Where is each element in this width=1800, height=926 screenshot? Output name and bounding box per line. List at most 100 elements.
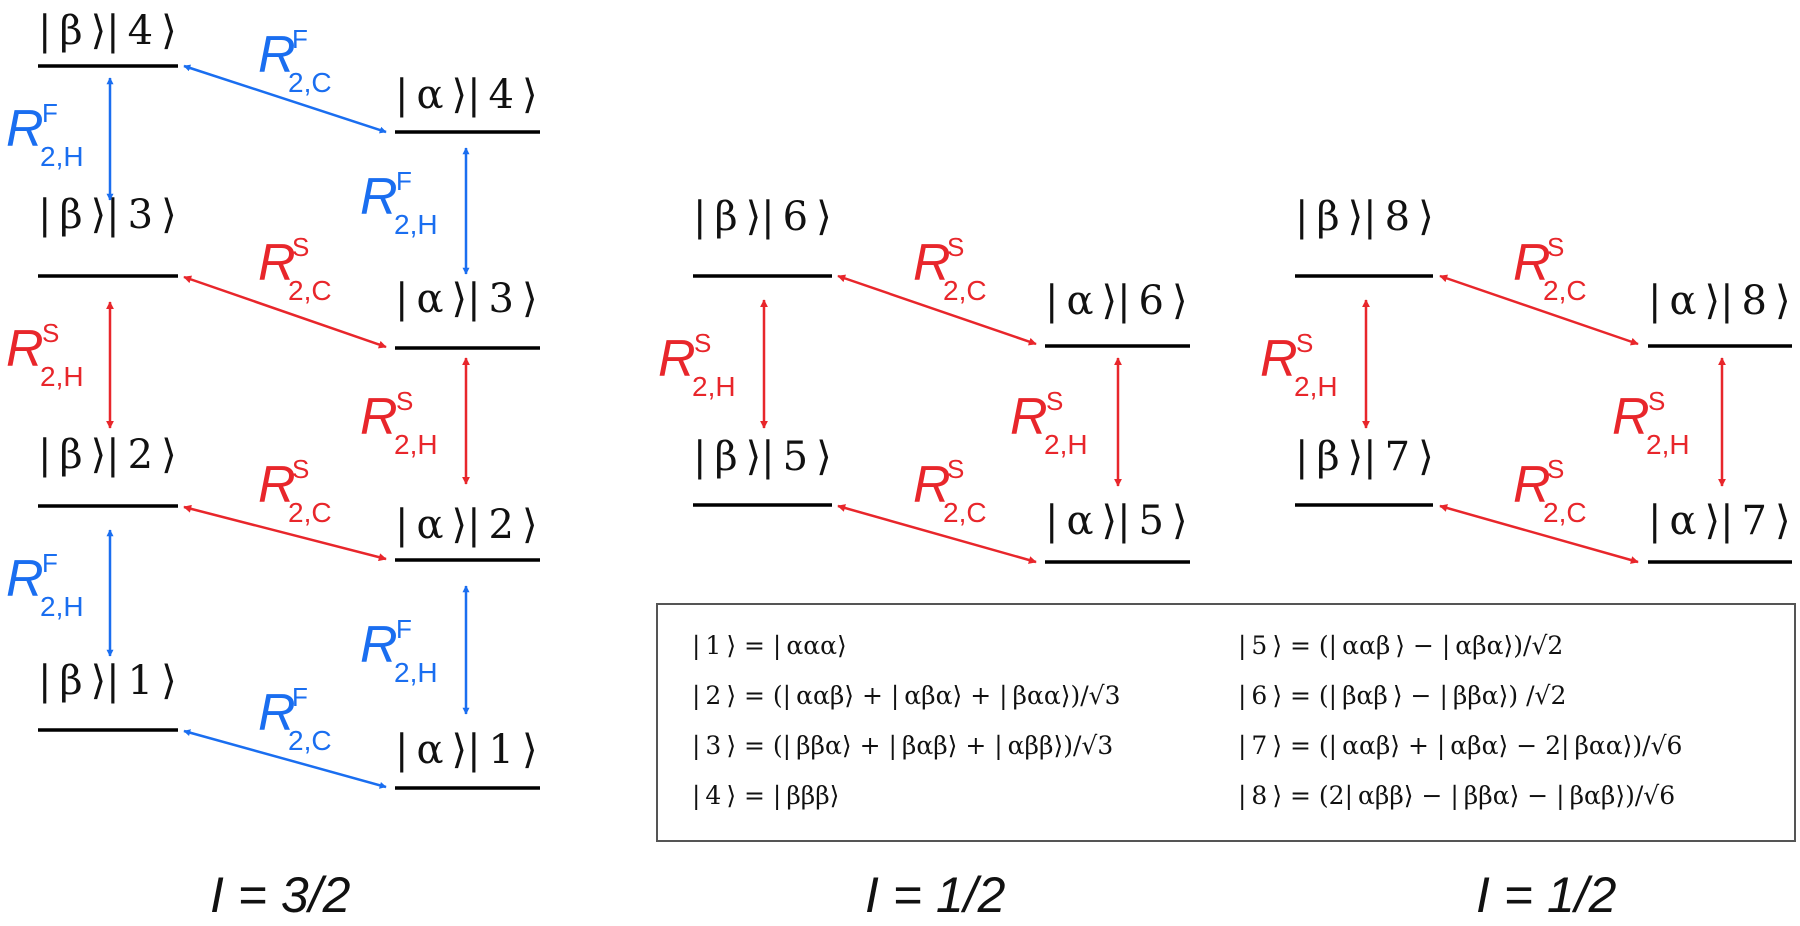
state-alpha-1: | α ⟩| 1 ⟩ bbox=[395, 727, 538, 773]
rate-label-slow-c-2: R S 2,C bbox=[258, 454, 332, 528]
svg-text:S: S bbox=[1547, 454, 1564, 484]
doublet-manifold-b: | β ⟩| 8 ⟩ | β ⟩| 7 ⟩ | α ⟩| 8 ⟩ | α ⟩| … bbox=[1260, 194, 1792, 564]
svg-text:2,C: 2,C bbox=[943, 497, 987, 528]
svg-text:R: R bbox=[360, 616, 398, 674]
svg-text:R: R bbox=[1612, 388, 1650, 446]
rate-label-fast-h-beta-21: R F 2,H bbox=[6, 548, 84, 622]
transition-4-cross bbox=[183, 64, 387, 134]
transition-5-cross bbox=[837, 504, 1037, 564]
legend-def-4: | 4 ⟩ = | βββ⟩ bbox=[692, 781, 839, 811]
svg-text:S: S bbox=[292, 454, 309, 484]
rate-label-slow-h-alpha-65: R S 2,H bbox=[1010, 386, 1088, 460]
transition-3-cross bbox=[183, 275, 387, 349]
state-beta-5: | β ⟩| 5 ⟩ bbox=[693, 434, 832, 480]
svg-text:S: S bbox=[947, 454, 964, 484]
svg-text:2,H: 2,H bbox=[394, 209, 438, 240]
state-alpha-4: | α ⟩| 4 ⟩ bbox=[395, 72, 538, 118]
state-beta-7: | β ⟩| 7 ⟩ bbox=[1295, 434, 1434, 480]
rate-label-fast-c-4: R F 2,C bbox=[258, 24, 332, 98]
rate-label-fast-h-alpha-43: R F 2,H bbox=[360, 166, 438, 240]
svg-text:2,H: 2,H bbox=[692, 371, 736, 402]
svg-text:R: R bbox=[658, 330, 696, 388]
svg-text:2,H: 2,H bbox=[394, 429, 438, 460]
state-alpha-7: | α ⟩| 7 ⟩ bbox=[1648, 498, 1791, 544]
state-alpha-8: | α ⟩| 8 ⟩ bbox=[1648, 278, 1791, 324]
svg-text:S: S bbox=[1547, 232, 1564, 262]
svg-text:2,C: 2,C bbox=[288, 275, 332, 306]
svg-text:2,C: 2,C bbox=[1543, 275, 1587, 306]
transition-2-cross bbox=[183, 504, 387, 562]
legend-def-7: | 7 ⟩ = (| ααβ⟩ + | αβα⟩ − 2| βαα⟩)/√6 bbox=[1238, 731, 1682, 761]
state-beta-3: | β ⟩| 3 ⟩ bbox=[38, 192, 177, 238]
caption-doublet-a: I = 1/2 bbox=[865, 867, 1006, 923]
transition-1-cross bbox=[183, 729, 387, 789]
rate-label-fast-h-alpha-21: R F 2,H bbox=[360, 614, 438, 688]
transition-6-cross bbox=[837, 274, 1037, 346]
rate-label-slow-c-7: R S 2,C bbox=[1513, 454, 1587, 528]
svg-text:R: R bbox=[258, 26, 296, 84]
svg-text:R: R bbox=[6, 100, 44, 158]
legend-def-3: | 3 ⟩ = (| ββα⟩ + | βαβ⟩ + | αββ⟩)/√3 bbox=[692, 731, 1113, 761]
legend-def-8: | 8 ⟩ = (2| αββ⟩ − | ββα⟩ − | βαβ⟩)/√6 bbox=[1238, 781, 1675, 811]
svg-text:2,H: 2,H bbox=[40, 141, 84, 172]
rate-label-slow-h-beta-87: R S 2,H bbox=[1260, 328, 1338, 402]
svg-text:R: R bbox=[913, 234, 951, 292]
state-beta-4: | β ⟩| 4 ⟩ bbox=[38, 8, 177, 54]
svg-text:R: R bbox=[258, 234, 296, 292]
rate-label-fast-h-beta-43: R F 2,H bbox=[6, 98, 84, 172]
rate-label-slow-c-6: R S 2,C bbox=[913, 232, 987, 306]
svg-text:F: F bbox=[396, 166, 412, 196]
state-definitions-legend: | 1 ⟩ = | ααα⟩ | 2 ⟩ = (| ααβ⟩ + | αβα⟩ … bbox=[656, 603, 1796, 842]
svg-text:R: R bbox=[1010, 388, 1048, 446]
doublet-manifold-a: | β ⟩| 6 ⟩ | β ⟩| 5 ⟩ | α ⟩| 6 ⟩ | α ⟩| … bbox=[658, 194, 1190, 564]
svg-text:S: S bbox=[1648, 386, 1665, 416]
svg-text:2,C: 2,C bbox=[943, 275, 987, 306]
svg-text:2,C: 2,C bbox=[1543, 497, 1587, 528]
svg-text:R: R bbox=[913, 456, 951, 514]
state-alpha-6: | α ⟩| 6 ⟩ bbox=[1045, 278, 1188, 324]
rate-label-slow-h-beta-32: R S 2,H bbox=[6, 318, 84, 392]
rate-label-slow-h-alpha-32: R S 2,H bbox=[360, 386, 438, 460]
svg-text:2,C: 2,C bbox=[288, 497, 332, 528]
svg-text:F: F bbox=[396, 614, 412, 644]
legend-def-1: | 1 ⟩ = | ααα⟩ bbox=[692, 631, 847, 661]
svg-text:F: F bbox=[42, 98, 58, 128]
svg-text:R: R bbox=[6, 550, 44, 608]
svg-text:2,C: 2,C bbox=[288, 725, 332, 756]
svg-text:2,H: 2,H bbox=[394, 657, 438, 688]
svg-text:S: S bbox=[1296, 328, 1313, 358]
svg-text:R: R bbox=[6, 320, 44, 378]
svg-text:2,H: 2,H bbox=[1294, 371, 1338, 402]
rate-label-slow-h-beta-65: R S 2,H bbox=[658, 328, 736, 402]
caption-quartet: I = 3/2 bbox=[210, 867, 351, 923]
svg-text:F: F bbox=[292, 24, 308, 54]
legend-def-6: | 6 ⟩ = (| βαβ ⟩ − | ββα⟩) /√2 bbox=[1238, 681, 1566, 711]
rate-label-slow-c-5: R S 2,C bbox=[913, 454, 987, 528]
state-beta-1: | β ⟩| 1 ⟩ bbox=[38, 658, 177, 704]
quartet-manifold: | β ⟩| 4 ⟩ | β ⟩| 3 ⟩ | β ⟩| 2 ⟩ | β ⟩| … bbox=[6, 8, 540, 790]
svg-text:S: S bbox=[947, 232, 964, 262]
svg-text:R: R bbox=[360, 388, 398, 446]
rate-label-slow-c-3: R S 2,C bbox=[258, 232, 332, 306]
svg-text:R: R bbox=[360, 168, 398, 226]
state-beta-8: | β ⟩| 8 ⟩ bbox=[1295, 194, 1434, 240]
transition-7-cross bbox=[1439, 504, 1639, 564]
state-beta-6: | β ⟩| 6 ⟩ bbox=[693, 194, 832, 240]
svg-text:S: S bbox=[292, 232, 309, 262]
rate-label-slow-c-8: R S 2,C bbox=[1513, 232, 1587, 306]
svg-text:R: R bbox=[1513, 456, 1551, 514]
state-beta-2: | β ⟩| 2 ⟩ bbox=[38, 432, 177, 478]
svg-text:2,H: 2,H bbox=[1044, 429, 1088, 460]
caption-doublet-b: I = 1/2 bbox=[1476, 867, 1617, 923]
svg-text:S: S bbox=[694, 328, 711, 358]
svg-text:2,H: 2,H bbox=[40, 591, 84, 622]
svg-text:R: R bbox=[1260, 330, 1298, 388]
svg-text:R: R bbox=[258, 684, 296, 742]
state-alpha-3: | α ⟩| 3 ⟩ bbox=[395, 276, 538, 322]
svg-text:F: F bbox=[292, 682, 308, 712]
svg-text:R: R bbox=[258, 456, 296, 514]
legend-def-5: | 5 ⟩ = (| ααβ ⟩ − | αβα⟩)/√2 bbox=[1238, 631, 1563, 661]
transition-8-cross bbox=[1439, 274, 1639, 346]
svg-text:S: S bbox=[396, 386, 413, 416]
